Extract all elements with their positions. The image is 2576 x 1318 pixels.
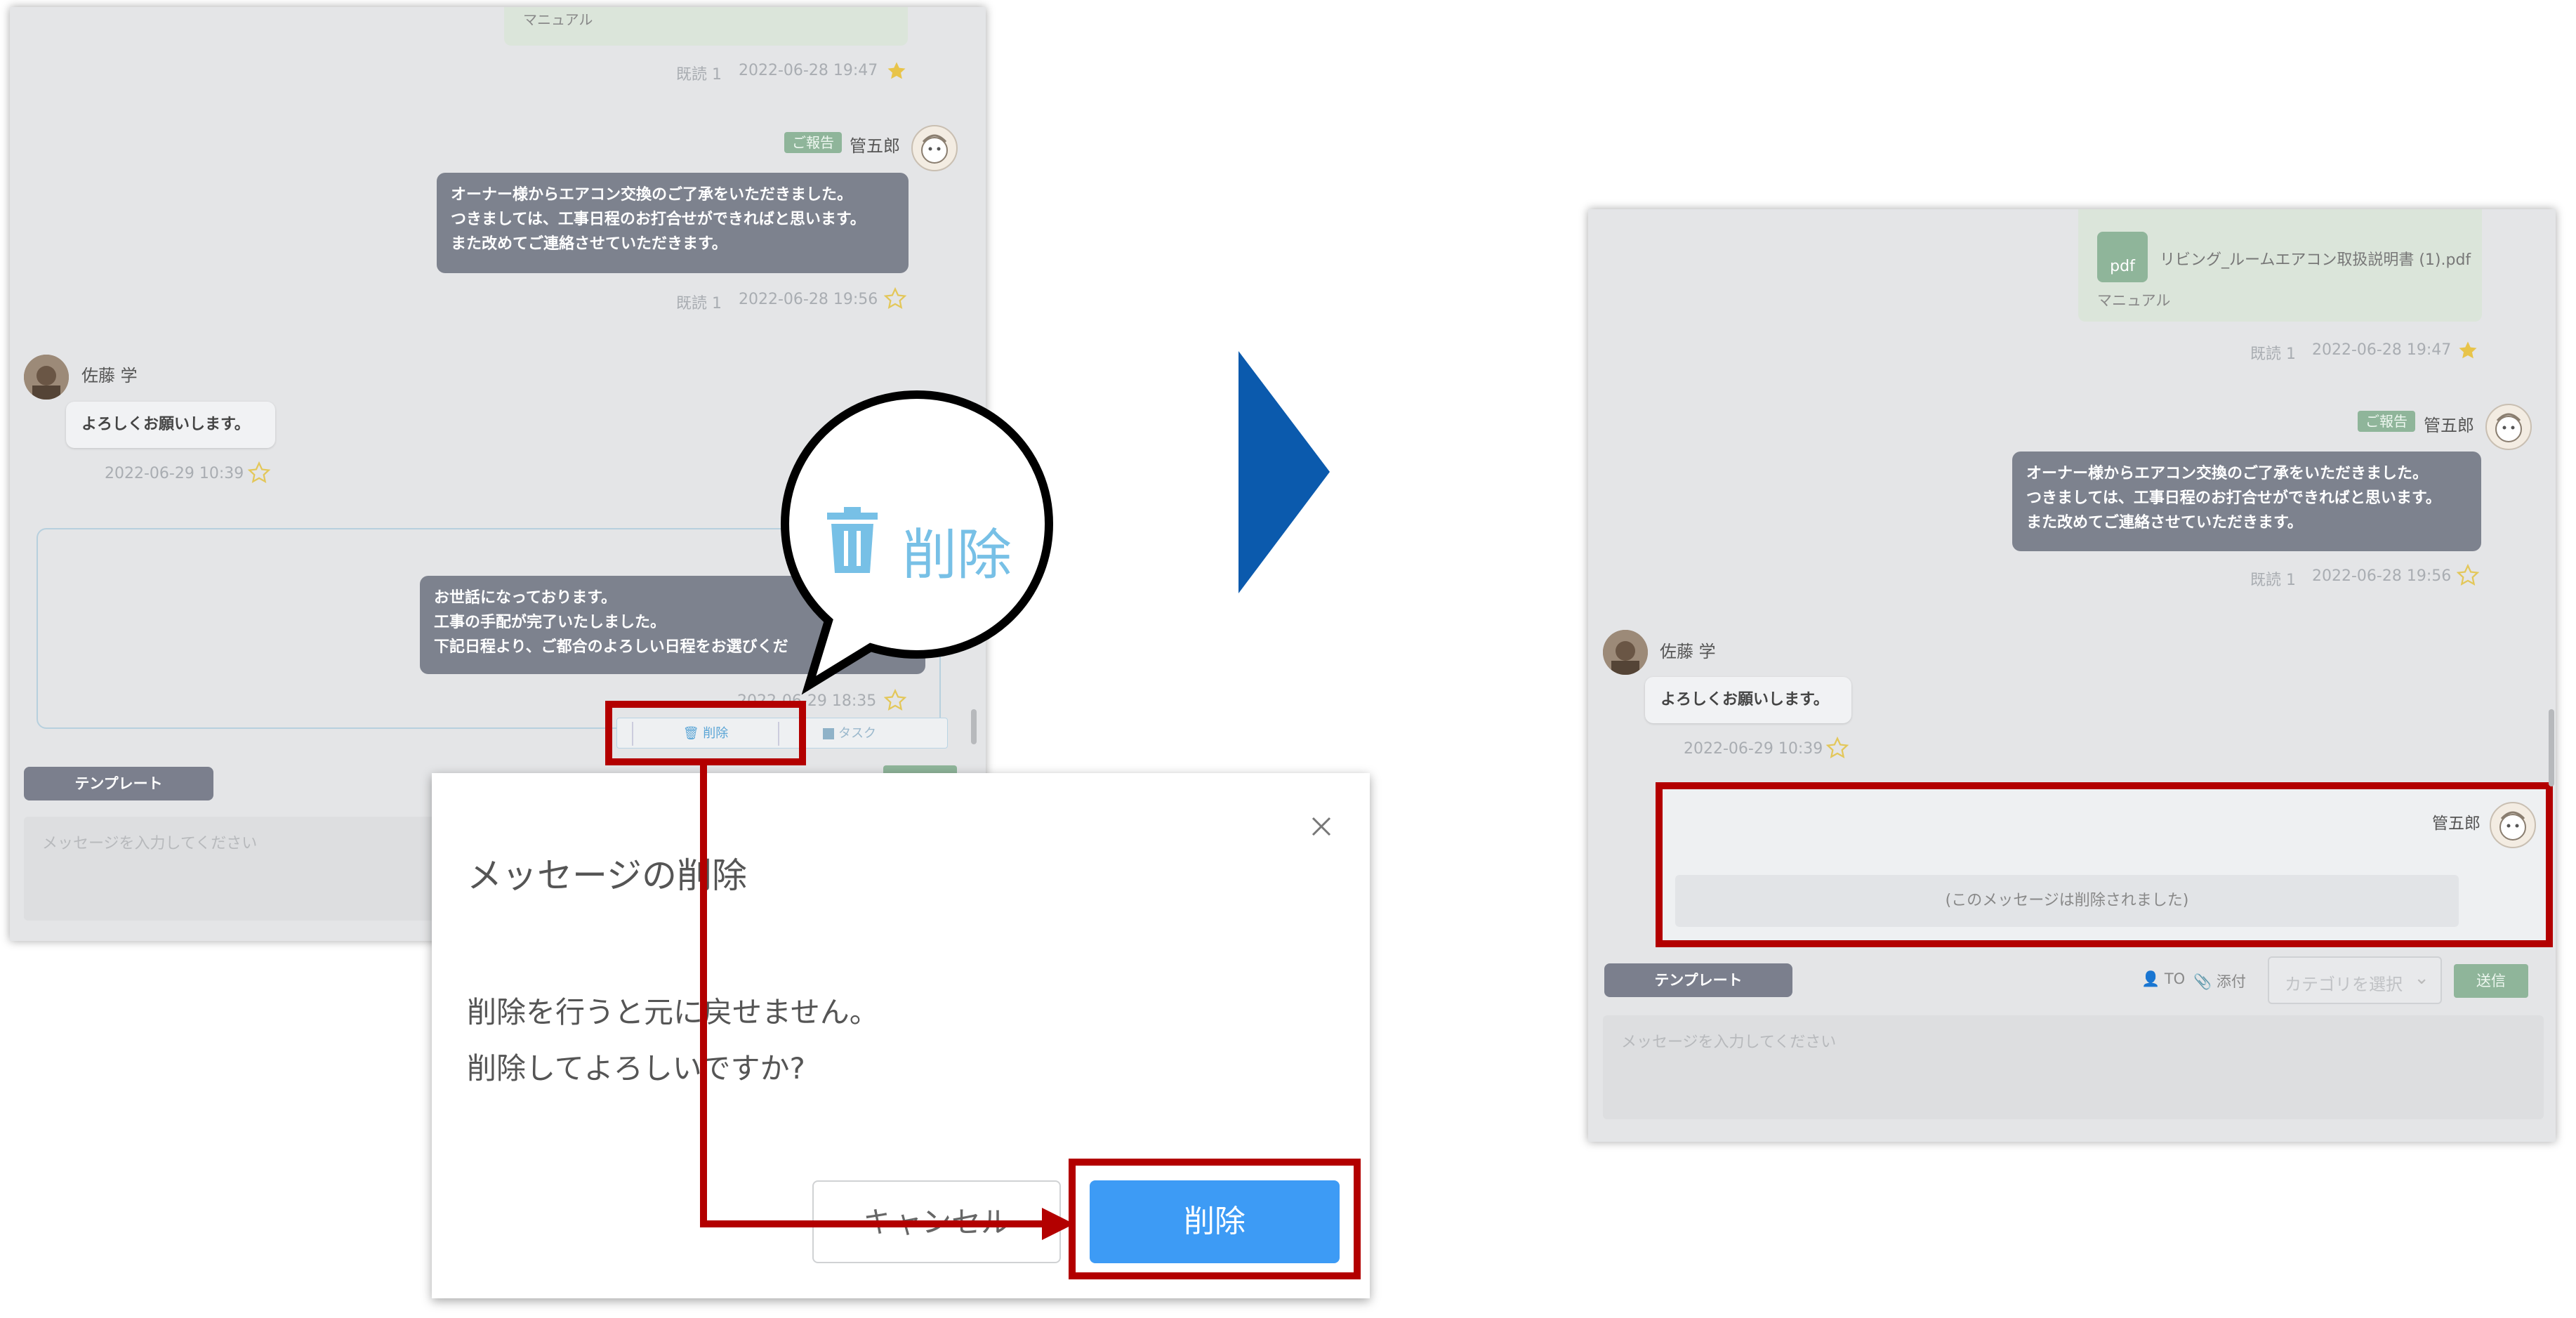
report-badge: ご報告: [2358, 411, 2415, 432]
delete-confirm-button[interactable]: 削除: [1090, 1180, 1340, 1263]
callout-delete-label: 削除: [902, 524, 1012, 587]
star-outline-icon[interactable]: [1825, 736, 1849, 760]
read-count: 既読 1: [676, 66, 722, 84]
star-outline-icon[interactable]: [247, 461, 271, 485]
file-category-label: マニュアル: [523, 11, 593, 28]
read-count: 既読 1: [676, 295, 722, 312]
message-input[interactable]: メッセージを入力してください: [1603, 1015, 2544, 1119]
read-count: 既読 1: [2250, 572, 2296, 589]
message-bubble-report[interactable]: オーナー様からエアコン交換のご了承をいただきました。 つきましては、工事日程のお…: [437, 173, 909, 273]
to-label: TO: [2164, 970, 2186, 987]
sender-name: 管五郎: [2432, 815, 2481, 833]
message-bubble-report[interactable]: オーナー様からエアコン交換のご了承をいただきました。 つきましては、工事日程のお…: [2012, 452, 2481, 551]
message-timestamp: 2022-06-29 10:39: [105, 465, 244, 482]
sender-name: 佐藤 学: [1660, 642, 1716, 661]
delete-action-button[interactable]: 🗑 削除: [632, 722, 779, 746]
close-icon[interactable]: [1306, 811, 1337, 842]
message-line: お世話になっております。: [434, 589, 617, 607]
message-line: 工事の手配が完了いたしました。: [434, 614, 666, 632]
report-badge: ご報告: [784, 132, 842, 153]
annotation-line-vertical: [700, 764, 707, 1227]
to-button[interactable]: 👤 TO: [2141, 970, 2185, 988]
person-icon: 👤: [2141, 970, 2160, 987]
template-button[interactable]: テンプレート: [1604, 963, 1792, 997]
pdf-file-icon: pdf: [2097, 232, 2148, 282]
highlight-delete-confirm: [1069, 1159, 1361, 1279]
chevron-down-icon: ⌄: [2414, 968, 2429, 989]
avatar-kan: [2490, 802, 2536, 848]
task-action-button[interactable]: タスク: [823, 722, 876, 746]
message-timestamp: 2022-06-28 19:47: [2312, 341, 2452, 359]
star-outline-icon[interactable]: [883, 688, 907, 712]
message-timestamp: 2022-06-29 10:39: [1684, 740, 1823, 758]
highlight-delete-action: [605, 701, 806, 765]
template-button[interactable]: テンプレート: [24, 767, 213, 800]
attach-button[interactable]: 📎 添付: [2193, 970, 2246, 991]
checkbox-icon: [823, 728, 834, 739]
annotation-line-horizontal: [700, 1220, 1044, 1227]
delete-action-label: 削除: [703, 726, 729, 741]
message-line: また改めてご連絡させていただきます。: [2026, 514, 2303, 532]
message-line: オーナー様からエアコン交換のご了承をいただきました。: [451, 186, 853, 204]
task-action-label: タスク: [838, 726, 876, 741]
highlight-deleted-message: [1656, 782, 2553, 947]
category-select[interactable]: カテゴリを選択 ⌄: [2268, 956, 2442, 1004]
message-timestamp: 2022-06-28 19:47: [739, 62, 878, 79]
dialog-body-line2: 削除してよろしいですか?: [467, 1051, 805, 1086]
paperclip-icon: 📎: [2193, 973, 2212, 990]
input-placeholder: メッセージを入力してください: [1621, 1034, 1837, 1051]
callout-bubble: [780, 390, 1054, 695]
scrollbar[interactable]: [2549, 709, 2554, 786]
message-line: オーナー様からエアコン交換のご了承をいただきました。: [2026, 465, 2429, 482]
dialog-body-line1: 削除を行うと元に戻せません。: [467, 995, 879, 1029]
message-line: 下記日程より、ご都合のよろしい日程をお選びくだ: [434, 638, 788, 657]
avatar-sato: [24, 355, 69, 400]
input-placeholder: メッセージを入力してください: [42, 835, 258, 852]
star-filled-icon[interactable]: [886, 60, 907, 81]
sender-name: 佐藤 学: [81, 366, 138, 385]
star-outline-icon[interactable]: [883, 286, 907, 310]
message-action-bar: [616, 718, 948, 749]
star-outline-icon[interactable]: [2456, 563, 2480, 587]
avatar-sato: [1603, 630, 1648, 675]
file-name: リビング_ルームエアコン取扱説明書 (1).pdf: [2160, 251, 2471, 269]
message-timestamp: 2022-06-28 19:56: [739, 291, 878, 308]
deleted-message-placeholder: (このメッセージは削除されました): [1675, 875, 2459, 927]
callout-trash-icon: [823, 507, 882, 577]
transition-arrow-icon: [1239, 351, 1330, 593]
message-line: つきましては、工事日程のお打合せができればと思います。: [451, 211, 866, 229]
sender-name: 管五郎: [2424, 416, 2474, 435]
message-timestamp: 2022-06-28 19:56: [2312, 567, 2452, 585]
message-line: また改めてご連絡させていただきます。: [451, 235, 727, 253]
category-placeholder: カテゴリを選択: [2285, 975, 2403, 994]
attach-label: 添付: [2216, 973, 2246, 990]
file-category-label: マニュアル: [2097, 292, 2171, 309]
scrollbar[interactable]: [971, 709, 977, 744]
file-message-bubble[interactable]: [504, 7, 908, 46]
read-count: 既読 1: [2250, 345, 2296, 363]
avatar-kan: [911, 125, 958, 171]
trash-icon: 🗑: [682, 726, 699, 741]
message-bubble-reply[interactable]: よろしくお願いします。: [1645, 677, 1851, 723]
avatar-kan: [2485, 404, 2532, 450]
sender-name: 管五郎: [850, 136, 900, 156]
star-filled-icon[interactable]: [2457, 340, 2478, 361]
send-button[interactable]: 送信: [2454, 964, 2528, 998]
message-bubble-reply[interactable]: よろしくお願いします。: [66, 402, 275, 448]
message-line: つきましては、工事日程のお打合せができればと思います。: [2026, 489, 2441, 508]
